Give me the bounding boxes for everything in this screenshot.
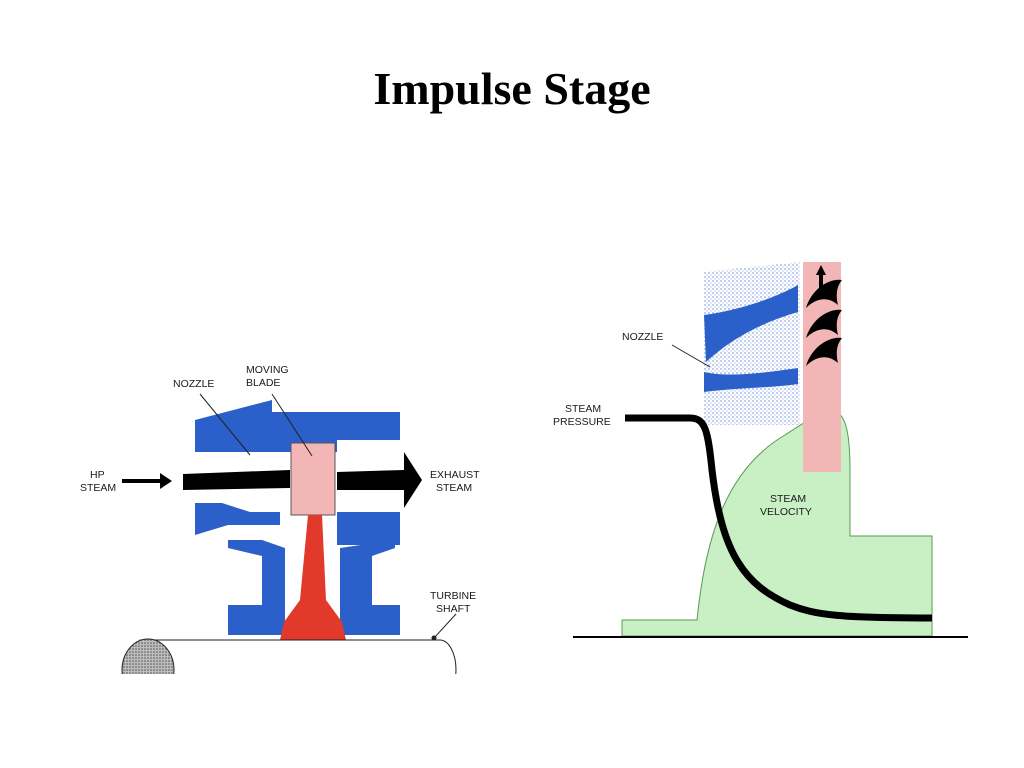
- steam-pressure-label: STEAM PRESSURE: [553, 403, 611, 428]
- nozzle-lower-vane: [704, 368, 798, 392]
- right-diagram: NOZZLE STEAM PRESSURE STEAM VELOCITY: [553, 262, 968, 638]
- casing-right-leg: [340, 540, 400, 635]
- shaft-leader-line: [433, 613, 457, 639]
- shaft-leader-dot: [431, 635, 437, 641]
- nozzle-upper-wall: [195, 400, 400, 452]
- blade-leader-line: [271, 393, 313, 457]
- nozzle-label: NOZZLE: [173, 378, 214, 390]
- nozzle-upper-vane: [704, 285, 798, 362]
- right-nozzle-label: NOZZLE: [622, 331, 663, 343]
- blade-chevron-3: [806, 337, 842, 366]
- nozzle-lower-wall: [195, 503, 280, 535]
- right-nozzle-leader-line: [671, 344, 711, 368]
- blade-chevron-1: [806, 279, 842, 308]
- left-diagram: MOVING BLADE NOZZLE HP STEAM EXHAUST STE…: [80, 364, 482, 714]
- blade-root: [280, 515, 346, 640]
- moving-blade: [290, 442, 336, 516]
- turbine-shaft-label: TURBINE SHAFT: [430, 590, 479, 615]
- blade-chevron-2: [806, 309, 842, 338]
- nozzle-leader-line: [199, 393, 251, 456]
- steam-flow-arrow: [183, 470, 290, 490]
- exhaust-arrow: [337, 452, 422, 508]
- shaft-crop: [100, 674, 480, 714]
- casing-left-leg: [228, 540, 285, 635]
- steam-pressure-curve: [625, 414, 933, 622]
- hp-steam-label: HP STEAM: [80, 469, 116, 494]
- steam-velocity-label: STEAM VELOCITY: [760, 493, 812, 518]
- hp-steam-arrow: [122, 473, 172, 489]
- exhaust-lower-wall: [337, 512, 400, 545]
- moving-blade-label: MOVING BLADE: [246, 364, 292, 389]
- slide-title: Impulse Stage: [373, 63, 651, 114]
- exhaust-steam-label: EXHAUST STEAM: [430, 469, 482, 494]
- blade-direction-arrow: [816, 265, 826, 290]
